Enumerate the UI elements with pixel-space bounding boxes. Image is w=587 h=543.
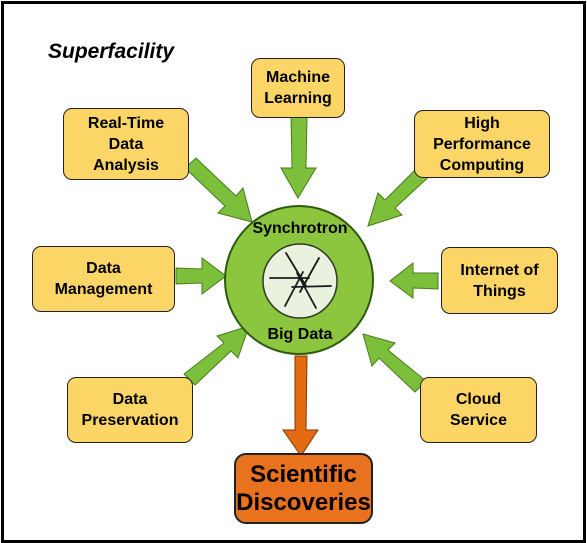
- arrow-data-management: [175, 257, 227, 295]
- arrow-realtime-analysis: [184, 157, 253, 223]
- node-internet-of-things: Internet of Things: [441, 247, 558, 314]
- arrow-cloud-service: [362, 333, 427, 393]
- arrow-result: [282, 355, 319, 457]
- node-data-preservation: Data Preservation: [67, 377, 193, 443]
- node-machine-learning: Machine Learning: [251, 58, 345, 118]
- center-inner-circle: [262, 243, 338, 319]
- node-cloud-service: Cloud Service: [420, 377, 537, 443]
- node-data-management: Data Management: [32, 246, 175, 312]
- arrow-machine-learning: [280, 114, 317, 199]
- node-scientific-discoveries: Scientific Discoveries: [234, 453, 373, 524]
- aperture-icon: [269, 252, 332, 309]
- arrow-hpc: [367, 161, 435, 227]
- diagram-title: Superfacility: [48, 40, 175, 63]
- node-realtime-data-analysis: Real-Time Data Analysis: [63, 108, 189, 180]
- node-high-performance-computing: High Performance Computing: [414, 110, 550, 178]
- arrow-iot: [389, 261, 439, 299]
- arrow-data-preservation: [183, 325, 250, 386]
- center-label-big-data: Big Data: [267, 326, 333, 343]
- center-label-synchrotron: Synchrotron: [252, 220, 348, 237]
